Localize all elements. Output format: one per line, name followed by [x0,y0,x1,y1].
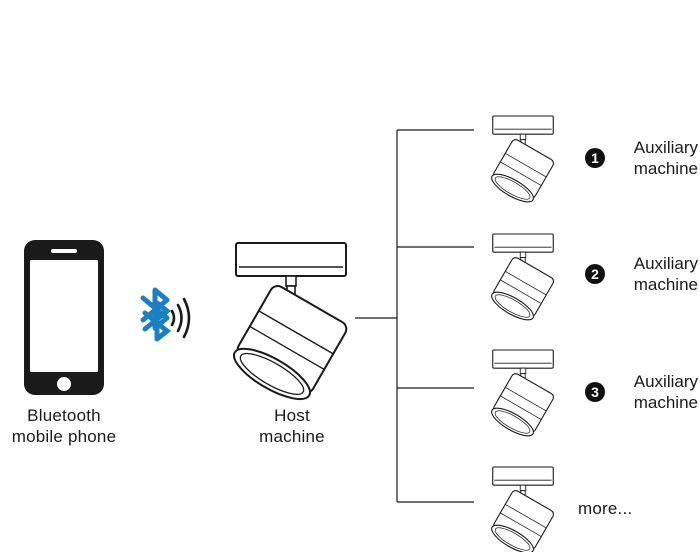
connector-lines [355,129,474,503]
aux-label-1-line1: Auxiliary [633,138,698,157]
aux-spotlight-icon-more [487,466,556,552]
aux-label-3-line2: machine [633,393,698,412]
aux-label-3: Auxiliary machine [588,371,698,413]
aux-spotlight-icon-2 [487,233,556,326]
more-label: more... [578,499,633,518]
phone-label: Bluetooth mobile phone [0,405,128,447]
host-spotlight-icon [226,242,351,410]
aux-label-1-line2: machine [633,159,698,178]
host-label-line1: Host [274,406,310,425]
aux-number-badge-1: 1 [585,148,605,168]
host-label-line2: machine [259,427,325,446]
aux-label-2: Auxiliary machine [588,253,698,295]
smartphone-icon [24,240,104,395]
aux-number-badge-2: 2 [585,264,605,284]
bluetooth-signal-icon [140,287,191,342]
aux-label-2-line2: machine [633,275,698,294]
aux-label-3-line1: Auxiliary [633,372,698,391]
aux-spotlight-icon-3 [487,349,556,442]
aux-label-2-line1: Auxiliary [633,254,698,273]
host-label: Host machine [238,405,346,447]
phone-label-line1: Bluetooth [27,406,101,425]
phone-label-line2: mobile phone [11,427,117,446]
aux-number-badge-3: 3 [585,382,605,402]
aux-label-1: Auxiliary machine [588,137,698,179]
aux-spotlight-icon-1 [487,115,556,208]
